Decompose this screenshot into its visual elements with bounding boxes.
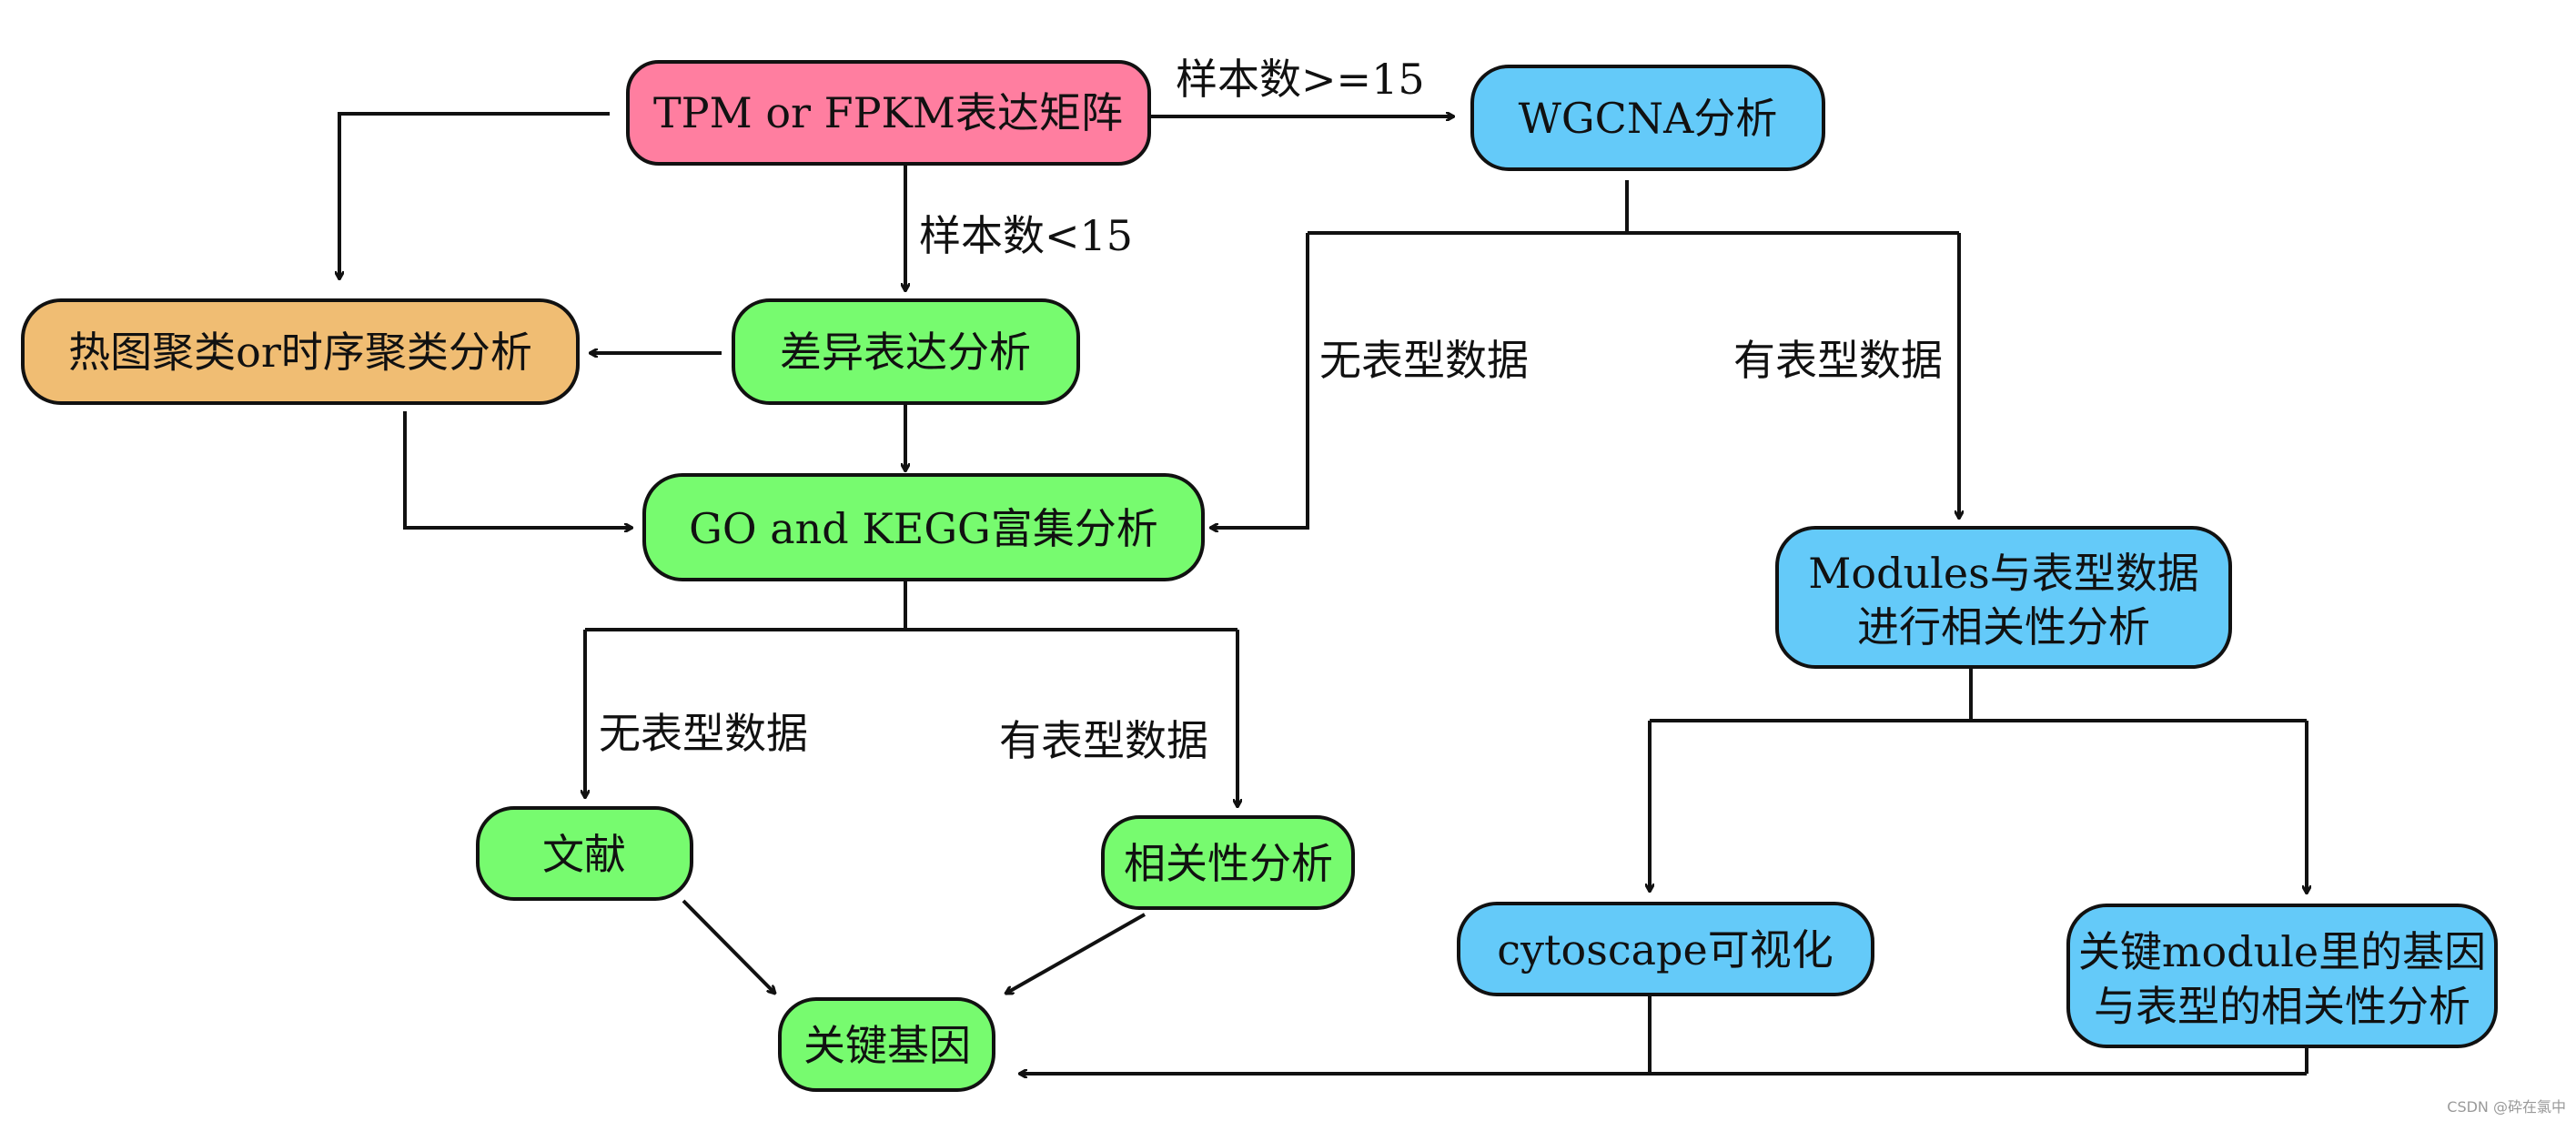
- svg-text:关键基因: 关键基因: [803, 1021, 971, 1070]
- svg-text:Modules与表型数据: Modules与表型数据: [1808, 549, 2198, 598]
- svg-text:文献: 文献: [542, 830, 626, 879]
- edge-wgcna-branch: [1308, 180, 1959, 235]
- node-literature: 文献: [476, 806, 693, 901]
- node-modules-correlation: Modules与表型数据 进行相关性分析: [1775, 526, 2232, 669]
- svg-text:进行相关性分析: 进行相关性分析: [1857, 602, 2150, 651]
- edge-right-merge: [1648, 995, 2308, 1074]
- svg-text:与表型的相关性分析: 与表型的相关性分析: [2094, 982, 2470, 1031]
- node-correlation-analysis: 相关性分析: [1101, 815, 1355, 910]
- edge-wgcna-to-gokegg: [1210, 233, 1309, 528]
- svg-text:WGCNA分析: WGCNA分析: [1519, 94, 1778, 143]
- label-has-phenotype-right: 有表型数据: [1733, 336, 1943, 385]
- node-key-genes: 关键基因: [778, 997, 995, 1092]
- label-no-phenotype-right: 无表型数据: [1319, 336, 1529, 385]
- svg-text:差异表达分析: 差异表达分析: [780, 328, 1031, 377]
- svg-text:cytoscape可视化: cytoscape可视化: [1497, 925, 1833, 975]
- label-no-phenotype-left: 无表型数据: [599, 709, 808, 758]
- watermark: CSDN @砕在氯中: [2447, 1098, 2566, 1116]
- svg-text:相关性分析: 相关性分析: [1124, 839, 1333, 888]
- node-tpm-fpkm-matrix: TPM or FPKM表达矩阵: [626, 60, 1151, 166]
- svg-text:TPM or FPKM表达矩阵: TPM or FPKM表达矩阵: [653, 88, 1123, 137]
- edge-tpm-to-heatmap: [339, 112, 610, 279]
- node-cytoscape: cytoscape可视化: [1457, 902, 1874, 996]
- label-has-phenotype-left: 有表型数据: [999, 716, 1208, 765]
- svg-text:热图聚类or时序聚类分析: 热图聚类or时序聚类分析: [68, 328, 532, 377]
- label-samples-lt-15: 样本数<15: [919, 211, 1133, 260]
- node-go-kegg: GO and KEGG富集分析: [642, 473, 1205, 581]
- edge-gokegg-branch: [585, 580, 1237, 631]
- edge-correlation-to-keygenes: [1005, 913, 1146, 995]
- svg-text:GO and KEGG富集分析: GO and KEGG富集分析: [689, 504, 1158, 553]
- edge-heatmap-to-gokegg: [403, 411, 632, 528]
- node-key-module: 关键module里的基因 与表型的相关性分析: [2066, 904, 2498, 1048]
- svg-text:关键module里的基因: 关键module里的基因: [2078, 927, 2486, 976]
- edge-literature-to-keygenes: [682, 899, 775, 994]
- label-samples-ge-15: 样本数>=15: [1176, 55, 1425, 104]
- node-heatmap-cluster: 热图聚类or时序聚类分析: [21, 298, 580, 405]
- edge-modules-branch: [1650, 667, 2307, 722]
- node-wgcna: WGCNA分析: [1470, 65, 1825, 171]
- node-diff-expression: 差异表达分析: [732, 298, 1080, 405]
